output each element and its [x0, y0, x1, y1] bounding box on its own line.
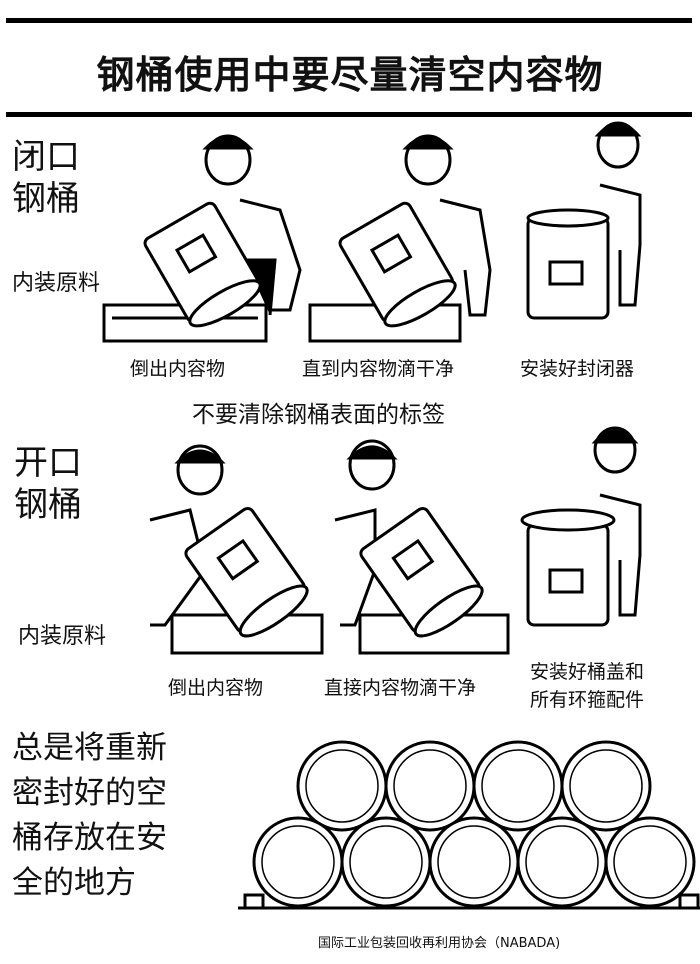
drum-bottom-row — [252, 816, 696, 908]
storage-line: 全的地方 — [12, 865, 136, 901]
sealing-drum-figure — [526, 121, 642, 320]
drum-top-row — [296, 740, 652, 832]
storage-line: 密封好的空 — [12, 775, 167, 811]
poster-title: 钢桶使用中要尽量清空内容物 — [96, 53, 604, 97]
footer-organization: 国际工业包装回收再利用协会（NABADA) — [318, 936, 561, 951]
storage-line: 桶存放在安 — [12, 820, 167, 856]
pouring-drum-figure-4 — [334, 439, 510, 655]
caption-install-closure: 安装好封闭器 — [520, 358, 635, 380]
stacked-drums — [238, 740, 700, 910]
closed-head-label: 闭口 钢桶 — [12, 136, 80, 220]
caption-install-lid-line2: 所有环箍配件 — [530, 689, 645, 711]
closed-head-label-line1: 闭口 — [12, 137, 80, 177]
storage-line: 总是将重新 — [12, 730, 167, 766]
open-head-contents-label: 内装原料 — [18, 624, 107, 649]
closed-head-label-line2: 钢桶 — [12, 179, 80, 219]
pouring-drum-figure-2 — [308, 134, 492, 343]
open-head-label: 开口 钢桶 — [14, 442, 82, 526]
caption-install-lid-line1: 安装好桶盖和 — [530, 661, 645, 683]
top-rule — [6, 18, 692, 23]
label-warning: 不要清除钢桶表面的标签 — [192, 402, 445, 428]
title-rule — [6, 112, 692, 117]
open-head-label-line1: 开口 — [14, 443, 82, 483]
pouring-drum-figure-1 — [102, 134, 302, 343]
pouring-drum-figure-3 — [149, 444, 324, 655]
caption-drain: 直到内容物滴干净 — [302, 358, 455, 380]
lid-fitting-figure — [520, 426, 642, 627]
closed-head-contents-label: 内装原料 — [12, 271, 101, 296]
caption-pour-out-2: 倒出内容物 — [168, 677, 264, 699]
caption-drain-2: 直接内容物滴干净 — [324, 677, 477, 699]
caption-install-lid: 安装好桶盖和 所有环箍配件 — [530, 658, 644, 714]
caption-pour-out: 倒出内容物 — [130, 358, 226, 380]
storage-instruction: 总是将重新 密封好的空 桶存放在安 全的地方 — [12, 726, 167, 906]
open-head-label-line2: 钢桶 — [14, 485, 82, 525]
